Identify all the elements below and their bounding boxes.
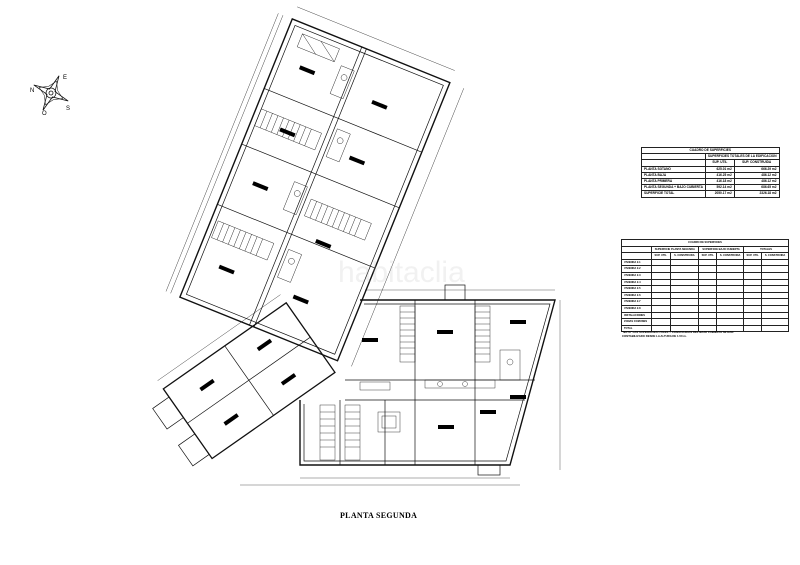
table-title: CUADRO DE SUPERFICIES (621, 239, 789, 247)
col-header: SUP. CONSTRUIDA (733, 159, 780, 167)
svg-text:N: N (30, 88, 34, 94)
svg-text:S: S (66, 106, 70, 112)
table-title: CUADRO DE SUPERFICIES (641, 146, 780, 155)
lower-right-block (240, 284, 561, 486)
group-header: TOTALES (743, 245, 789, 254)
table-row: VIVIENDA 2-1 (621, 258, 789, 267)
table-row: ZONAS COMUNES (621, 318, 789, 326)
svg-text:E: E (63, 75, 67, 81)
upper-wing (165, 6, 464, 367)
compass-rose-icon: E N S O (30, 75, 70, 116)
table-row: VIVIENDA 2-5 (621, 285, 789, 293)
table-row: VIVIENDA 2-3 (621, 271, 789, 280)
drawing-title: PLANTA SEGUNDA (340, 511, 418, 520)
group-header: SUPERFICIES TOTALES DE LA EDIFICACION (704, 153, 780, 161)
total-row: TOTAL (621, 324, 789, 333)
floor-surface-table: CUADRO DE SUPERFICIES SUPERFICIE PLANTA … (621, 239, 789, 333)
table-row: INSTALACIONES (621, 311, 789, 320)
watermark: habitaclia (338, 256, 465, 289)
table-row: VIVIENDA 2-4 (621, 278, 789, 287)
table-row: VIVIENDA 2-7 (621, 298, 789, 306)
table-row: VIVIENDA 2-6 (621, 291, 789, 300)
table-note: *NOTA* LAS SUPERFICIES UTILES Y CONSTRUI… (622, 330, 734, 338)
group-header: SUPERFICIE BAJO CUBIERTA (698, 245, 745, 254)
lower-left-wing (152, 294, 336, 467)
table-row: VIVIENDA 2-8 (621, 304, 789, 313)
group-header: SUPERFICIE PLANTA SEGUNDA (650, 245, 700, 254)
surface-totals-table: CUADRO DE SUPERFICIES SUPERFICIES TOTALE… (641, 146, 780, 198)
table-row: VIVIENDA 2-2 (621, 265, 789, 273)
svg-text:O: O (42, 111, 47, 116)
